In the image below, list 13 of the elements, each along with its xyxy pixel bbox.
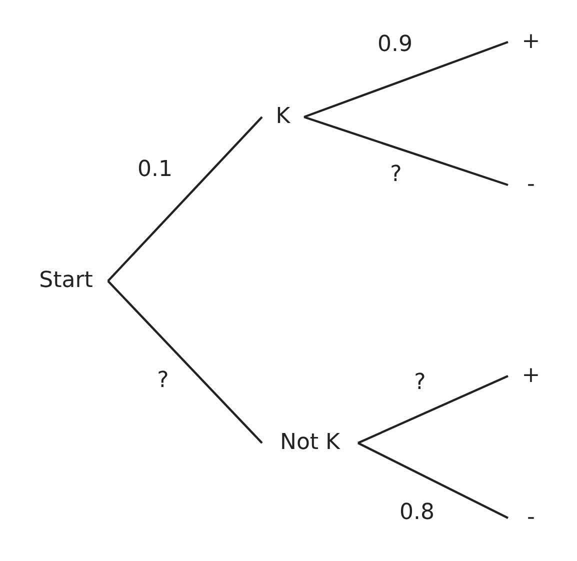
connector-line bbox=[107, 280, 263, 444]
node-label: Start bbox=[39, 268, 93, 294]
node-label: - bbox=[527, 172, 535, 198]
connector-line bbox=[358, 375, 508, 444]
node-label: Not K bbox=[280, 430, 340, 456]
connector-line bbox=[358, 442, 508, 519]
connector-line bbox=[304, 116, 508, 186]
connector-line bbox=[304, 40, 508, 118]
node-label: + bbox=[522, 363, 540, 389]
connector-line bbox=[107, 116, 263, 282]
node-label: - bbox=[527, 505, 535, 531]
node-label: + bbox=[522, 29, 540, 55]
node-label: K bbox=[276, 104, 290, 130]
